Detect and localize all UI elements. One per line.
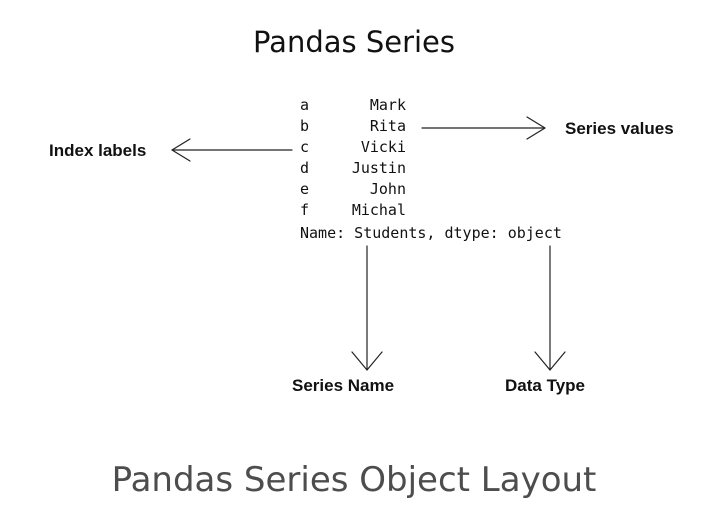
series-name-arrow [351,245,383,371]
index-labels-arrow [171,138,293,162]
data-type-arrow [534,245,566,371]
series-value-rita: Rita [369,117,406,135]
index-label-a: a [300,96,310,114]
index-label-d: d [300,159,310,177]
index-label-e: e [300,180,310,198]
series-value-michal: Michal [351,201,406,219]
index-labels-callout: Index labels [49,141,147,160]
series-value-mark: Mark [369,96,406,114]
series-values-callout: Series values [565,119,674,138]
series-value-justin: Justin [351,159,406,177]
series-value-john: John [369,180,406,198]
series-value-vicki: Vicki [360,138,406,156]
data-type-callout: Data Type [505,376,585,395]
series-values-arrow [421,116,546,140]
figure-caption: Pandas Series Object Layout [111,460,597,500]
series-name-callout: Series Name [292,376,395,395]
index-label-f: f [300,201,310,219]
index-label-b: b [300,117,310,135]
diagram-title: Pandas Series [252,25,456,59]
series-footer: Name: Students, dtype: object [300,224,562,242]
index-label-c: c [300,138,310,156]
